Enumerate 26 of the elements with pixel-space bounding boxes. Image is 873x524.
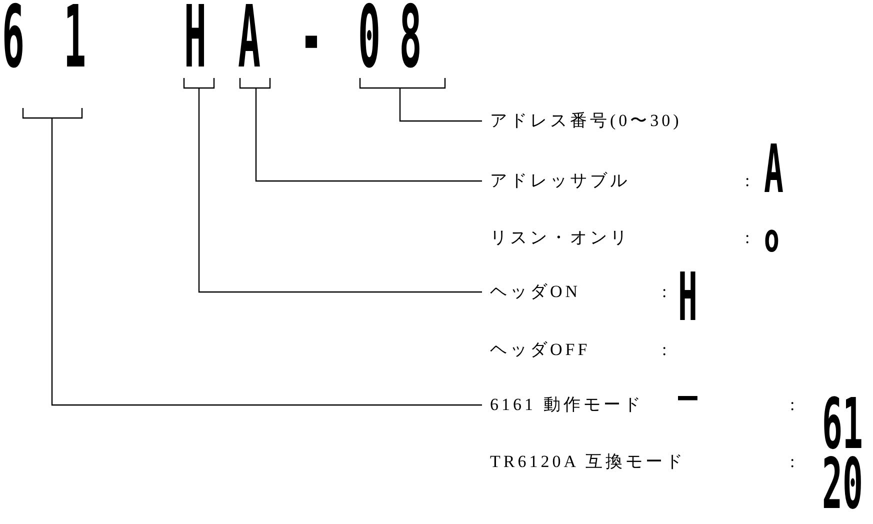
label-text: 6161 動作モード: [490, 395, 644, 415]
colon: :: [745, 171, 753, 191]
label-text: TR6120A 互換モード: [490, 452, 686, 472]
leader-line: [359, 77, 483, 122]
colon: :: [662, 340, 670, 360]
colon: :: [662, 282, 670, 302]
display-character: 61: [2, 0, 126, 78]
label-text: リスン・オンリ: [490, 228, 630, 248]
leader-line: [183, 77, 483, 293]
display-character: H: [184, 0, 207, 78]
label-text: ヘッダOFF: [490, 340, 590, 360]
label-text: アドレッサブル: [490, 171, 630, 191]
leader-line: [22, 107, 483, 406]
label-text: アドレス番号(0〜30): [490, 111, 682, 131]
colon: :: [745, 228, 753, 248]
leader-line: [239, 77, 483, 182]
display-character: H: [678, 262, 698, 332]
dash-character: -: [300, 0, 323, 78]
colon: :: [790, 395, 798, 415]
display-character: _: [678, 350, 698, 398]
colon: :: [790, 452, 798, 472]
display-character: A: [764, 134, 784, 204]
display-character: A: [238, 0, 261, 78]
display-character: 08: [358, 0, 440, 78]
label-text: ヘッダON: [490, 282, 581, 302]
display-character: o: [764, 216, 780, 264]
